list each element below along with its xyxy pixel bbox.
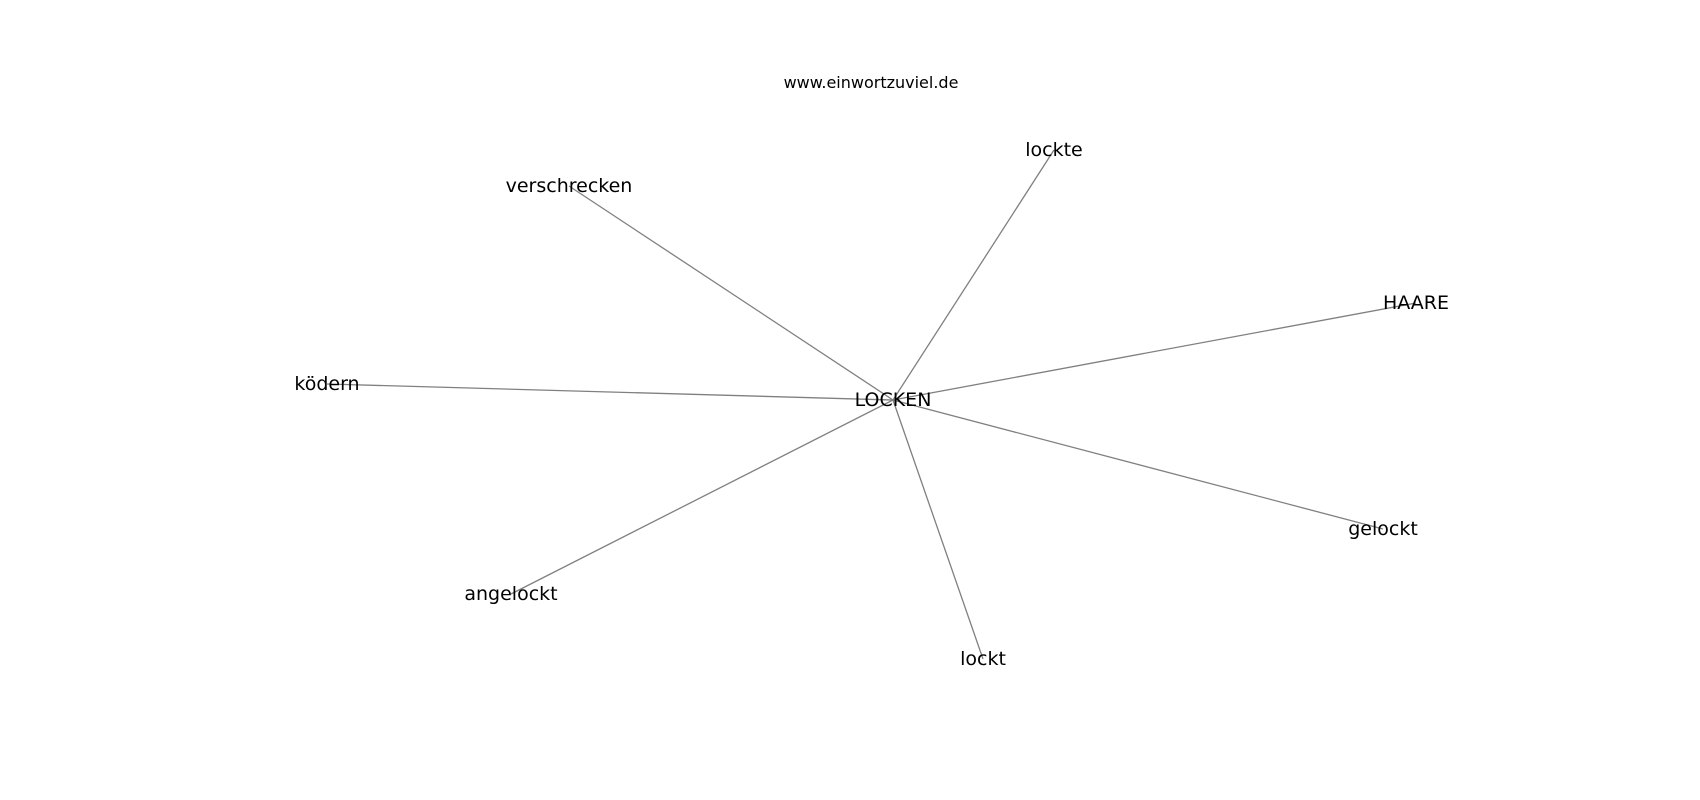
node-lockte: lockte xyxy=(1025,139,1083,161)
node-haare: HAARE xyxy=(1383,292,1449,314)
edge-locken-lockte xyxy=(892,149,1055,401)
node-locken: LOCKEN xyxy=(855,389,932,411)
node-koedern: ködern xyxy=(294,373,359,395)
edge-locken-koedern xyxy=(326,383,894,401)
node-angelockt: angelockt xyxy=(464,583,557,605)
node-lockt: lockt xyxy=(960,648,1006,670)
edge-locken-gelockt xyxy=(892,399,1384,530)
edge-locken-angelockt xyxy=(510,399,894,595)
edge-locken-verschrecken xyxy=(568,185,894,401)
edges xyxy=(326,149,1417,660)
node-verschrecken: verschrecken xyxy=(506,175,633,197)
edge-locken-haare xyxy=(892,302,1417,401)
edge-locken-lockt xyxy=(892,399,984,660)
node-gelockt: gelockt xyxy=(1348,518,1418,540)
site-title: www.einwortzuviel.de xyxy=(784,73,959,92)
